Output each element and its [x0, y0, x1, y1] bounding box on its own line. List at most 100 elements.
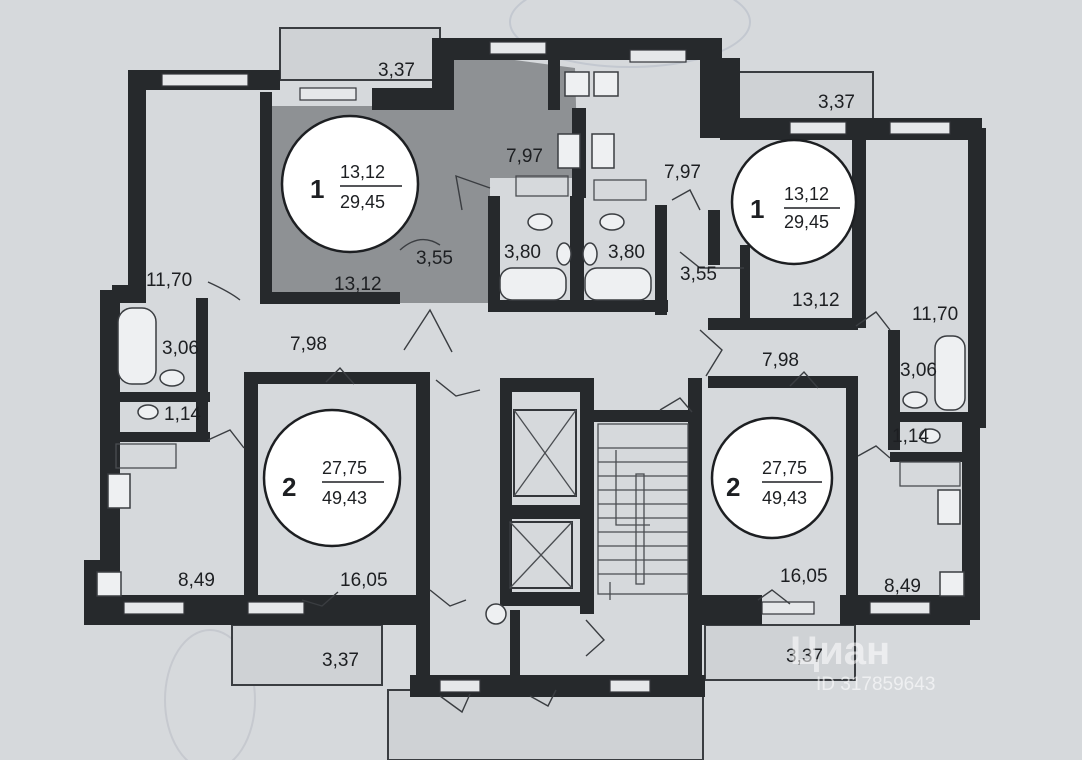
wall — [968, 128, 986, 428]
wall — [510, 610, 520, 680]
cabinet-icon — [515, 175, 569, 197]
room-area-label: 7,98 — [290, 334, 327, 355]
wall — [488, 300, 668, 312]
wall — [655, 205, 667, 315]
counter-icon — [937, 489, 961, 525]
stove-icon — [96, 571, 122, 597]
wall — [244, 372, 258, 602]
room-area-label: 3,37 — [378, 60, 415, 81]
wall — [890, 452, 968, 462]
room-area-label: 8,49 — [178, 570, 215, 591]
sink-icon — [582, 242, 598, 266]
room-area-label: 3,55 — [416, 248, 453, 269]
toilet-icon — [485, 603, 507, 625]
room-area-label: 11,70 — [146, 270, 192, 291]
wall — [500, 505, 594, 519]
wall — [890, 412, 968, 422]
unit-total-area: 29,45 — [784, 212, 829, 232]
unit-rooms-label: 2 — [726, 472, 740, 502]
room-area-label: 3,80 — [504, 242, 541, 263]
watermark-brand: Циан — [790, 629, 890, 673]
room-area-label: 7,97 — [664, 162, 701, 183]
balcony-bottom-left — [231, 624, 383, 686]
balcony-bottom-right — [704, 624, 856, 681]
wall — [708, 318, 858, 330]
wall — [100, 432, 210, 442]
unit-total-area: 29,45 — [340, 192, 385, 212]
room-area-label: 16,05 — [340, 570, 388, 591]
wall — [260, 292, 400, 304]
stove-icon — [564, 71, 590, 97]
wall — [962, 420, 980, 620]
room-area-label: 3,55 — [680, 264, 717, 285]
wall — [128, 70, 146, 300]
toilet-icon — [599, 213, 625, 231]
wall — [594, 410, 694, 422]
room-area-label: 13,12 — [792, 290, 840, 311]
stamp-mark — [509, 0, 751, 68]
staircase-icon — [597, 423, 689, 600]
toilet-icon — [137, 404, 159, 420]
unit-living-area: 27,75 — [322, 458, 367, 478]
room-area-label: 1,14 — [892, 426, 929, 447]
door-swings — [207, 174, 891, 714]
wall — [100, 290, 120, 620]
wall — [548, 58, 560, 110]
toilet-icon — [527, 213, 553, 231]
wall — [700, 595, 762, 625]
unit-rooms-label: 1 — [750, 194, 764, 224]
room-area-label: 3,37 — [786, 646, 823, 667]
wall — [196, 298, 208, 438]
toilet-icon — [919, 428, 941, 444]
stove-icon — [939, 571, 965, 597]
unit-living-area: 13,12 — [784, 184, 829, 204]
wall — [500, 592, 594, 606]
wall — [846, 388, 858, 598]
cabinet-icon — [115, 443, 177, 469]
windows — [123, 41, 951, 693]
room-area-label: 3,06 — [162, 338, 199, 359]
bathtub-icon — [117, 307, 157, 385]
unit-total-area: 49,43 — [762, 488, 807, 508]
wall — [852, 140, 866, 328]
wall — [708, 210, 720, 265]
room-area-label: 7,97 — [506, 146, 543, 167]
cabinet-icon — [593, 179, 647, 201]
wall — [500, 378, 592, 392]
bathtub-icon — [934, 335, 966, 411]
counter-icon — [107, 473, 131, 509]
room-area-label: 3,37 — [818, 92, 855, 113]
unit-badge-top-right: 1 13,12 29,45 — [730, 138, 858, 266]
unit-total-area: 49,43 — [322, 488, 367, 508]
wall — [372, 88, 442, 110]
wall — [708, 376, 858, 388]
balcony-stair — [387, 689, 704, 760]
sink-icon — [902, 391, 928, 409]
wall — [740, 245, 750, 325]
cabinet-icon — [899, 461, 961, 487]
unit-living-area: 13,12 — [340, 162, 385, 182]
sink-icon — [556, 242, 572, 266]
room-area-label: 1,14 — [164, 404, 201, 425]
room-area-label: 11,70 — [912, 304, 958, 325]
counter-icon — [591, 133, 615, 169]
unit-living-area: 27,75 — [762, 458, 807, 478]
wall — [258, 372, 420, 384]
wall — [580, 378, 594, 614]
wall — [488, 196, 500, 308]
watermark-listing-id: ID 317859643 — [816, 674, 935, 695]
room-area-label: 13,12 — [334, 274, 382, 295]
unit-rooms-label: 2 — [282, 472, 296, 502]
room-area-label: 3,80 — [608, 242, 645, 263]
wall — [570, 196, 584, 310]
room-area-label: 7,98 — [762, 350, 799, 371]
unit-badge-bottom-left: 2 27,75 49,43 — [262, 408, 402, 548]
elevator-icon — [513, 409, 577, 497]
room-area-label: 3,37 — [322, 650, 359, 671]
stove-icon — [593, 71, 619, 97]
wall — [260, 92, 272, 302]
unit-rooms-label: 1 — [310, 174, 324, 204]
bathtub-icon — [584, 267, 652, 301]
room-area-label: 3,06 — [900, 360, 937, 381]
